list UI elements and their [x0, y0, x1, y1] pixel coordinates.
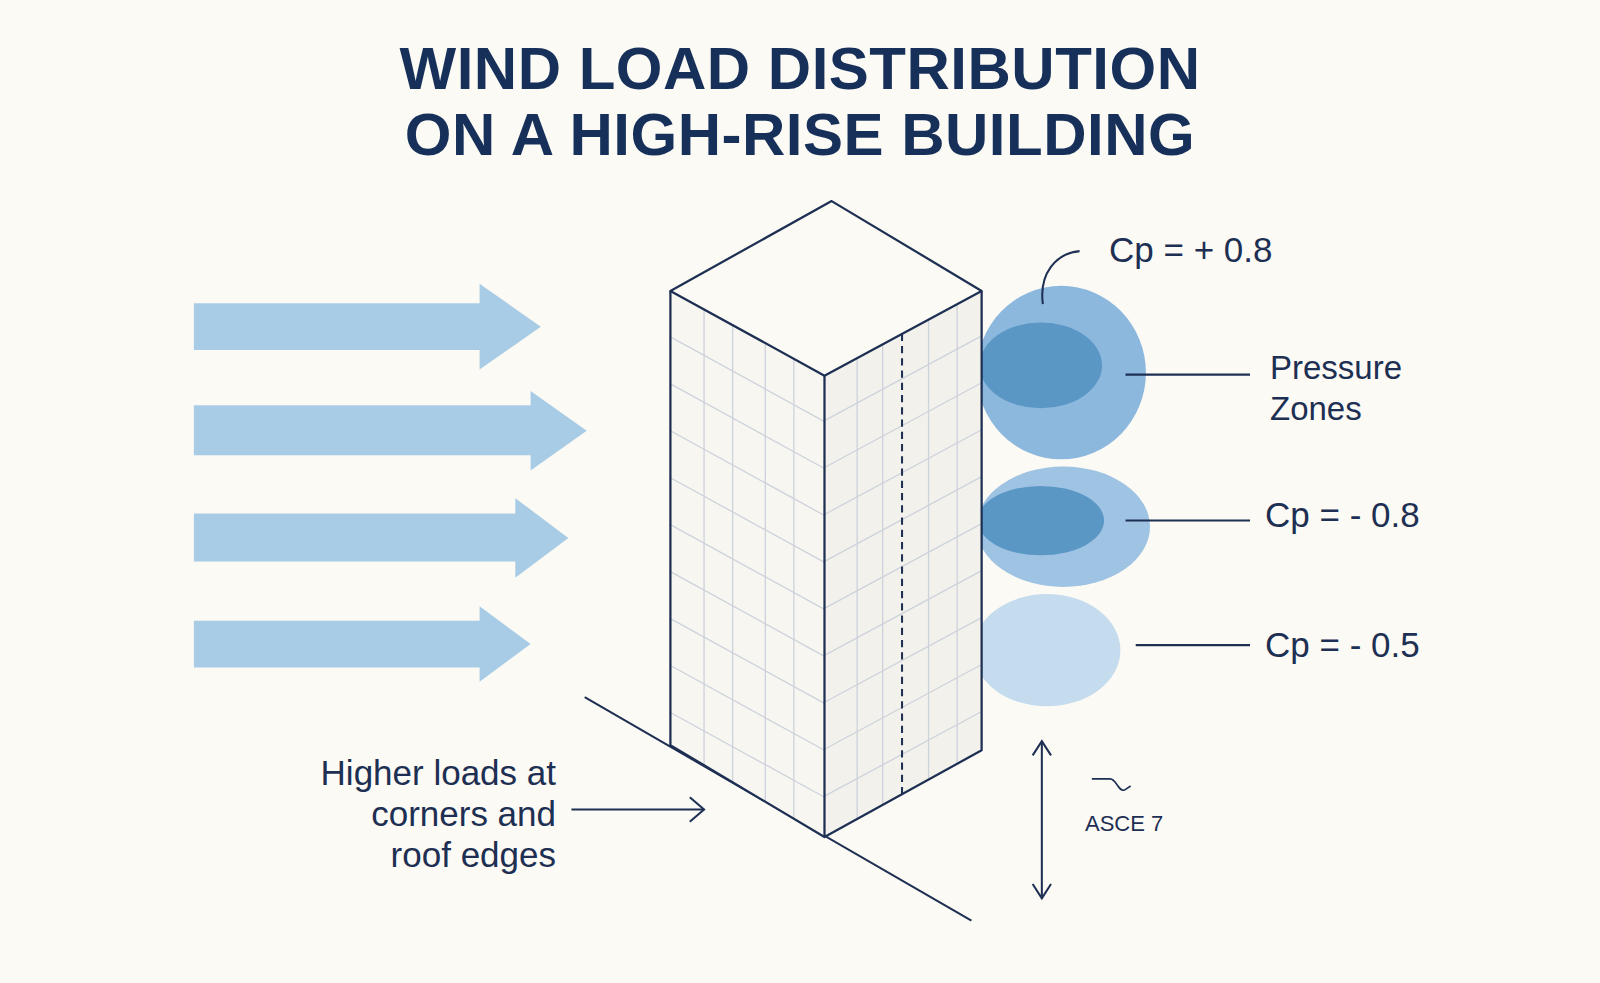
standard-reference: ASCE 7	[1085, 811, 1163, 837]
window-grid-line	[765, 343, 766, 802]
pressure-coefficient: Cp = + 0.8	[1109, 229, 1272, 271]
window-grid-line	[732, 325, 733, 782]
window-grid-line	[670, 478, 824, 563]
window-grid-line	[670, 525, 824, 610]
building	[670, 201, 981, 837]
window-grid-line	[856, 358, 857, 819]
window-grid-line	[670, 431, 824, 516]
window-grid-line	[703, 309, 704, 765]
pressure-coefficient: Cp = - 0.8	[1265, 494, 1420, 536]
pressure-coefficient: Cp = - 0.5	[1265, 624, 1420, 666]
window-grid-line	[670, 384, 824, 469]
zone-label: Pressure Zones	[1270, 347, 1440, 429]
window-grid-line	[956, 304, 957, 764]
leader-lines	[571, 251, 1250, 898]
window-grid-line	[670, 619, 824, 704]
window-grid-line	[793, 359, 794, 819]
window-grid-line	[928, 320, 929, 780]
window-grid-line	[670, 337, 824, 422]
pressure-zones	[973, 286, 1150, 707]
window-grid-line	[882, 344, 883, 805]
note-text: Higher loads at corners and roof edges	[306, 752, 556, 875]
diagram-title: WIND LOAD DISTRIBUTION ON A HIGH-RISE BU…	[375, 36, 1225, 168]
window-grid-line	[670, 666, 824, 751]
wind-arrows	[194, 284, 587, 682]
window-grid-line	[670, 572, 824, 657]
window-grid-line	[670, 712, 824, 797]
